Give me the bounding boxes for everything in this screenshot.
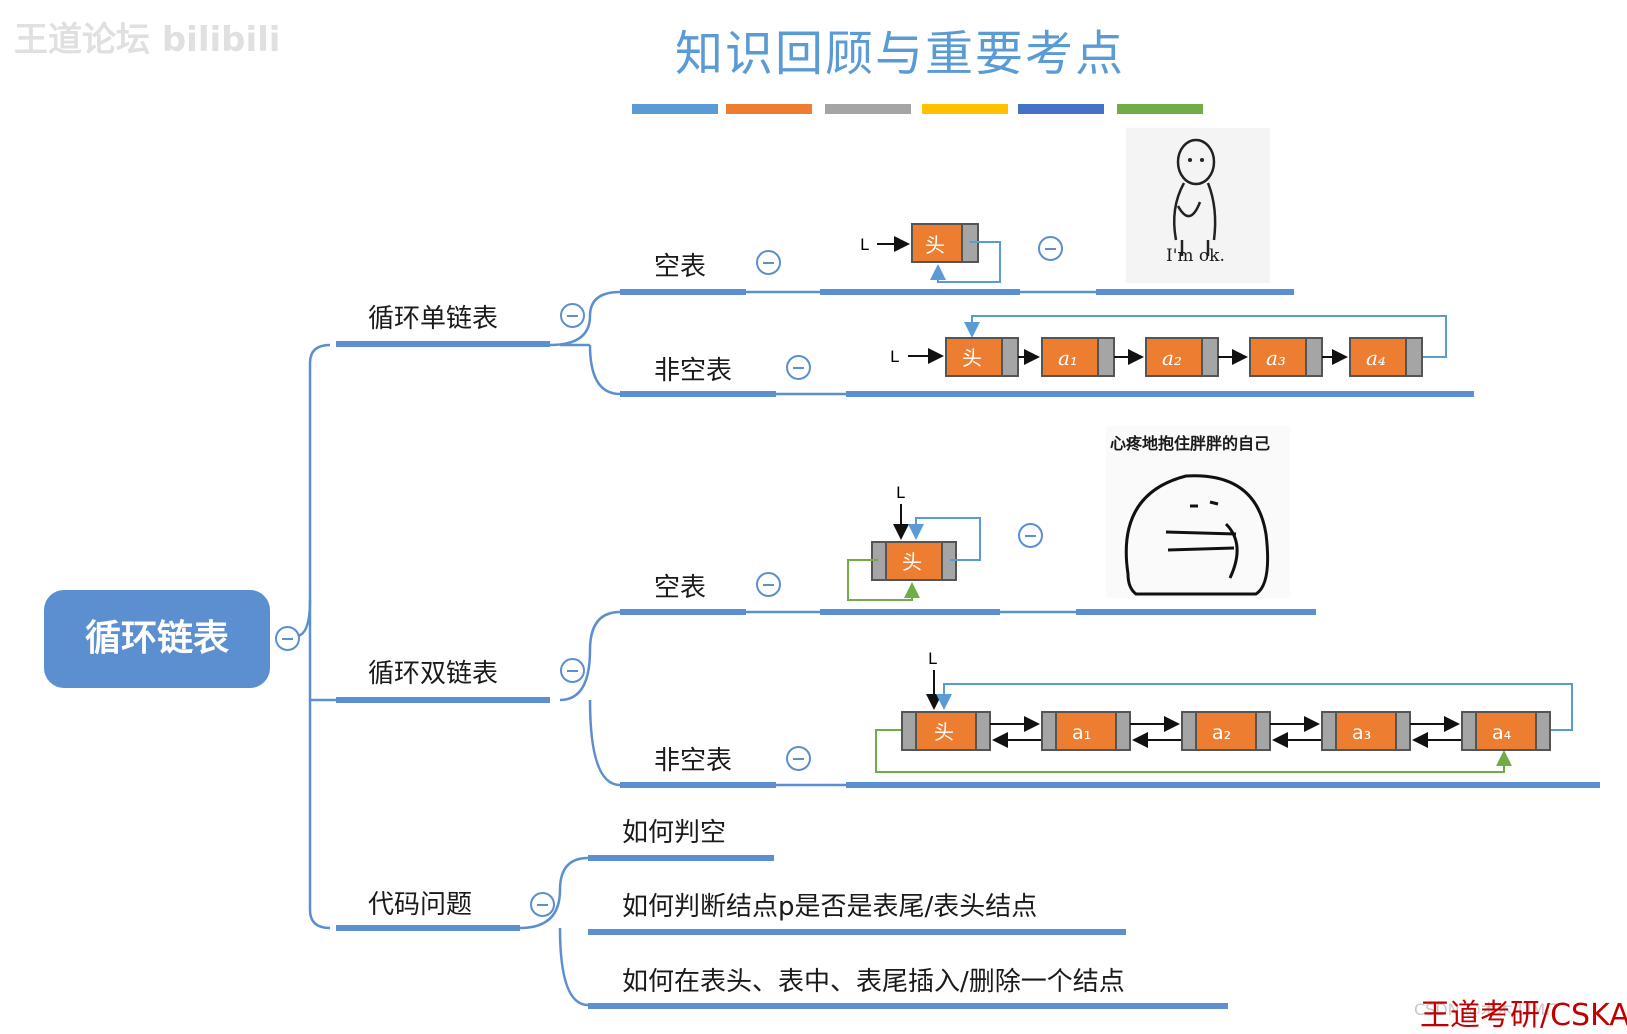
branch-double-label[interactable]: 循环双链表 [368,659,499,689]
single-head-text: 头 [962,346,982,370]
ok-caption: I'm ok. [1166,246,1225,266]
code-item-2-underline [588,929,1126,935]
double-empty-diagram: L 头 [847,483,981,601]
double-empty-L-label: L [896,483,905,502]
single-empty-L-label: L [860,235,869,254]
single-empty-sticker-underline [1096,289,1294,295]
double-node-a3-text: a₃ [1352,722,1371,744]
single-nonempty-diagram: L 头 a₁ a₂ a₃ a₄ [890,315,1447,377]
single-node-a2-text: a₂ [1162,346,1182,370]
page-title: 知识回顾与重要考点 [674,26,1125,82]
single-empty-head-text: 头 [925,233,945,257]
branch-single-label[interactable]: 循环单链表 [368,304,499,334]
branch-code-underline [336,925,520,931]
watermark-top-left: 王道论坛 bilibili [14,20,281,60]
color-bar-5 [1018,104,1104,114]
double-node-a4-text: a₄ [1492,722,1512,744]
branch-single-collapse-icon[interactable] [560,303,585,328]
watermark-csdn: CSDN @木木 LIMIT [1414,1000,1560,1019]
double-nonempty-L-label: L [928,649,937,668]
double-nonempty-diagram: L 头 a₁ a₂ a₃ a₄ [875,649,1573,773]
double-empty-diagram-collapse-icon[interactable] [1018,523,1043,548]
ok-sticker: I'm ok. [1126,128,1270,283]
single-node-a1-text: a₁ [1058,346,1078,370]
single-empty-underline [620,289,746,295]
color-bar-2 [726,104,812,114]
double-empty-collapse-icon[interactable] [756,572,781,597]
color-bar-6 [1117,104,1203,114]
double-empty-sticker-underline [1076,609,1316,615]
root-collapse-icon[interactable] [275,626,300,651]
single-empty-collapse-icon[interactable] [756,250,781,275]
single-nonempty-diagram-underline [846,391,1474,397]
branch-double-collapse-icon[interactable] [560,658,585,683]
hug-sticker: 心疼地抱住胖胖的自己 [1106,426,1290,598]
single-nonempty-underline [620,391,776,397]
color-bar-1 [632,104,718,114]
single-empty-diagram: L 头 [860,223,1001,283]
branch-code-collapse-icon[interactable] [530,892,555,917]
code-item-3-underline [588,1003,1228,1009]
branch-double-underline [336,697,550,703]
root-node[interactable]: 循环链表 [44,590,270,688]
single-empty-diagram-collapse-icon[interactable] [1038,236,1063,261]
hug-caption: 心疼地抱住胖胖的自己 [1110,434,1271,453]
branch-single-underline [336,341,550,347]
double-empty-diagram-underline [820,609,1000,615]
code-item-insert-delete[interactable]: 如何在表头、表中、表尾插入/删除一个结点 [622,967,1125,997]
double-head-text: 头 [934,720,954,744]
single-node-a4-text: a₄ [1366,346,1386,370]
code-item-1-underline [588,855,774,861]
double-node-a2-text: a₂ [1212,722,1231,744]
double-empty-underline [620,609,746,615]
double-nonempty-label[interactable]: 非空表 [654,746,733,776]
code-item-tail-check[interactable]: 如何判断结点p是否是表尾/表头结点 [622,892,1038,922]
single-node-a3-text: a₃ [1266,346,1286,370]
double-nonempty-diagram-underline [846,782,1600,788]
branch-code-label[interactable]: 代码问题 [368,890,473,920]
color-bar-4 [922,104,1008,114]
single-empty-label[interactable]: 空表 [654,252,707,282]
double-nonempty-collapse-icon[interactable] [786,746,811,771]
code-item-empty-check[interactable]: 如何判空 [622,818,727,848]
single-nonempty-label[interactable]: 非空表 [654,356,733,386]
single-nonempty-collapse-icon[interactable] [786,355,811,380]
hug-figure-icon [1124,474,1270,596]
color-bar-3 [825,104,911,114]
single-nonempty-L-label: L [890,347,899,366]
double-node-a1-text: a₁ [1072,722,1091,744]
stick-figure-icon [1173,138,1217,256]
single-empty-diagram-underline [820,289,1020,295]
double-nonempty-underline [620,782,776,788]
double-empty-label[interactable]: 空表 [654,573,707,603]
double-empty-head-text: 头 [902,550,922,574]
